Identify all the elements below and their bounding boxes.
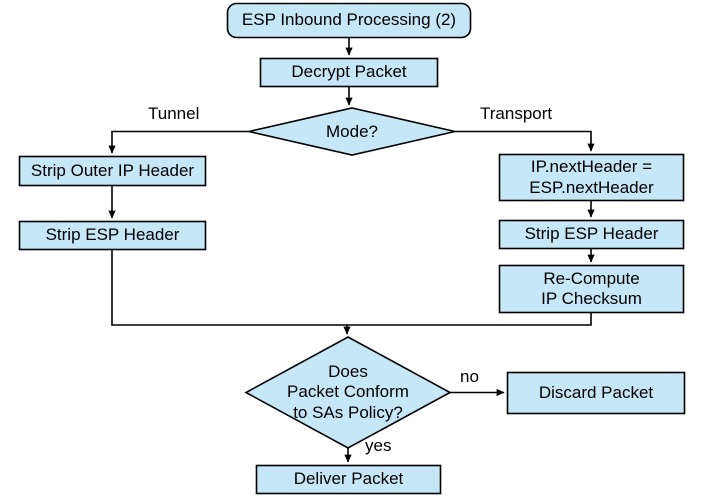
edge-tunnel-merge-to-conform: [111, 250, 351, 335]
node-shape-strip-esp-transport: [498, 219, 685, 250]
node-shape-conform: [244, 336, 452, 449]
node-shape-recompute-checksum: [498, 264, 685, 314]
node-shape-next-header: [498, 153, 685, 202]
edge-mode-transport: [455, 130, 595, 152]
edge-mode-tunnel: [108, 130, 249, 154]
edge-transport-merge-to-conform: [347, 313, 592, 326]
node-shape-mode: [248, 107, 456, 156]
node-shape-decrypt: [259, 57, 439, 88]
node-shape-deliver: [255, 464, 442, 495]
node-shape-start: [226, 2, 472, 39]
node-shape-strip-esp-tunnel: [18, 220, 207, 251]
node-shape-strip-outer-ip: [18, 155, 207, 187]
node-shape-discard: [506, 371, 686, 415]
